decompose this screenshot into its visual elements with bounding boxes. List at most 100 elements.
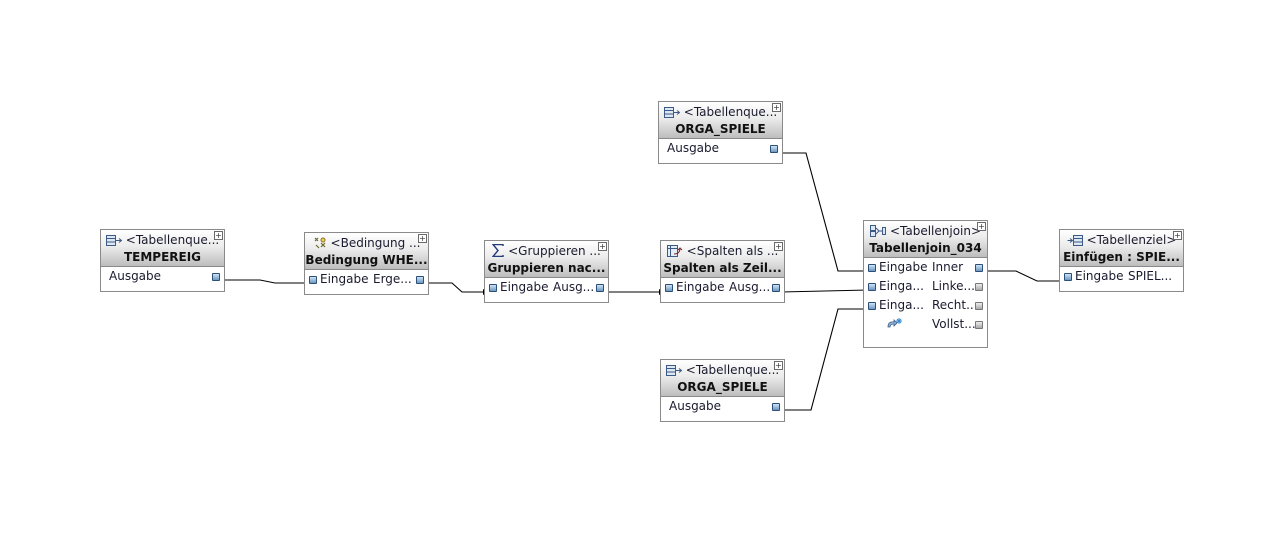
port-label-in: Eingabe xyxy=(500,280,549,294)
table-source-icon xyxy=(663,107,681,121)
port-label-out: Ausg... xyxy=(553,280,595,294)
port-row: Ausgabe xyxy=(661,397,784,416)
node-type-label: <Bedingung ... xyxy=(330,236,421,250)
port-label-out: Linke... xyxy=(932,279,975,293)
input-port[interactable] xyxy=(489,284,497,292)
add-input-icon[interactable] xyxy=(886,316,904,333)
node-type-label: <Gruppieren ... xyxy=(508,244,601,258)
node-tabellenziel[interactable]: <Tabellenziel> Einfügen : SPIE... + Eing… xyxy=(1059,229,1184,292)
port-label-out: Ausgabe xyxy=(109,269,162,283)
wire-tempereig-to-bedingung xyxy=(222,279,310,286)
node-tempereig[interactable]: <Tabellenque... TEMPEREIG + Ausgabe xyxy=(100,229,225,292)
wire-spalten-to-join-left xyxy=(780,287,869,294)
output-port[interactable] xyxy=(975,302,983,310)
node-type-label: <Tabellenjoin> xyxy=(889,224,982,238)
node-name: ORGA_SPIELE xyxy=(677,380,768,394)
output-port[interactable] xyxy=(975,321,983,329)
node-header[interactable]: <Tabellenjoin> Tabellenjoin_034 + xyxy=(864,221,987,258)
input-port[interactable] xyxy=(309,276,317,284)
wire-join-to-ziel xyxy=(985,270,1067,284)
port-row: Eingabe Erge... xyxy=(305,270,428,289)
node-name: Tabellenjoin_034 xyxy=(869,241,982,255)
port-label-out: Recht... xyxy=(932,298,978,312)
port-label-out: Erge... xyxy=(373,272,412,286)
node-header[interactable]: <Bedingung ... Bedingung WHE... + xyxy=(305,233,428,270)
wire-bedingung-to-gruppieren xyxy=(426,282,489,295)
table-source-icon xyxy=(665,365,683,379)
node-type-label: <Tabellenque... xyxy=(685,363,780,377)
port-label-in: Eingabe xyxy=(676,280,725,294)
expand-icon[interactable]: + xyxy=(598,242,607,251)
expand-icon[interactable]: + xyxy=(774,361,783,370)
expand-icon[interactable]: + xyxy=(214,231,223,240)
input-port[interactable] xyxy=(868,302,876,310)
output-port[interactable] xyxy=(975,283,983,291)
input-port[interactable] xyxy=(1064,273,1072,281)
node-orga-spiele-top[interactable]: <Tabellenque... ORGA_SPIELE + Ausgabe xyxy=(658,101,783,164)
node-type-label: <Tabellenziel> xyxy=(1086,233,1177,247)
node-type-label: <Tabellenque... xyxy=(125,233,220,247)
node-type-label: <Tabellenque... xyxy=(683,105,778,119)
input-port[interactable] xyxy=(665,284,673,292)
node-header[interactable]: <Tabellenziel> Einfügen : SPIE... + xyxy=(1060,230,1183,267)
table-join-icon xyxy=(869,225,886,240)
expand-icon[interactable]: + xyxy=(977,222,986,231)
node-header[interactable]: <Gruppieren ... Gruppieren nac... + xyxy=(485,241,608,278)
expand-icon[interactable]: + xyxy=(774,242,783,251)
port-label-out: Vollst... xyxy=(932,317,976,331)
node-name: Einfügen : SPIE... xyxy=(1063,250,1180,264)
input-port[interactable] xyxy=(868,283,876,291)
port-label-in: Eingabe xyxy=(1075,269,1124,283)
node-name: ORGA_SPIELE xyxy=(675,122,766,136)
node-header[interactable]: <Spalten als ... Spalten als Zeil... + xyxy=(661,241,784,278)
port-label-in: Eingabe xyxy=(879,260,928,274)
table-target-icon xyxy=(1067,235,1083,249)
port-row: Einga... Recht... xyxy=(864,296,987,315)
output-port[interactable] xyxy=(772,403,780,411)
port-row: Ausgabe xyxy=(101,267,224,286)
wire-orga1-to-join-inner xyxy=(780,152,869,274)
output-port[interactable] xyxy=(770,145,778,153)
port-row: Eingabe Ausg... xyxy=(485,278,608,297)
input-port[interactable] xyxy=(868,264,876,272)
port-label-in: Eingabe xyxy=(320,272,369,286)
expand-icon[interactable]: + xyxy=(772,103,781,112)
port-row: Eingabe Ausg... xyxy=(661,278,784,297)
node-header[interactable]: <Tabellenque... ORGA_SPIELE + xyxy=(661,360,784,397)
port-row: Eingabe Inner xyxy=(864,258,987,277)
output-port[interactable] xyxy=(975,264,983,272)
port-label-out: Ausgabe xyxy=(667,141,720,155)
node-spalten[interactable]: <Spalten als ... Spalten als Zeil... + E… xyxy=(660,240,785,303)
table-source-icon xyxy=(105,235,123,249)
output-port[interactable] xyxy=(596,284,604,292)
output-port[interactable] xyxy=(212,273,220,281)
node-bedingung[interactable]: <Bedingung ... Bedingung WHE... + Eingab… xyxy=(304,232,429,295)
output-port[interactable] xyxy=(416,276,424,284)
expand-icon[interactable]: + xyxy=(1173,231,1182,240)
node-name: Spalten als Zeil... xyxy=(663,261,782,275)
port-row: Eingabe SPIEL... xyxy=(1060,267,1183,286)
port-row: Vollst... xyxy=(864,315,987,334)
node-gruppieren[interactable]: <Gruppieren ... Gruppieren nac... + Eing… xyxy=(484,240,609,303)
port-label-out: SPIEL... xyxy=(1128,269,1173,283)
node-type-label: <Spalten als ... xyxy=(686,244,779,258)
node-header[interactable]: <Tabellenque... TEMPEREIG + xyxy=(101,230,224,267)
port-label-in: Einga... xyxy=(879,279,924,293)
node-header[interactable]: <Tabellenque... ORGA_SPIELE + xyxy=(659,102,782,139)
node-name: TEMPEREIG xyxy=(123,250,202,264)
node-tabellenjoin[interactable]: <Tabellenjoin> Tabellenjoin_034 + Eingab… xyxy=(863,220,988,348)
port-row: Einga... Linke... xyxy=(864,277,987,296)
node-name: Gruppieren nac... xyxy=(487,261,606,275)
output-port[interactable] xyxy=(772,284,780,292)
expand-icon[interactable]: + xyxy=(418,234,427,243)
port-label-out: Ausg... xyxy=(729,280,771,294)
columns-to-rows-icon xyxy=(666,245,683,260)
port-label-out: Inner xyxy=(932,260,964,274)
sigma-icon xyxy=(491,243,504,260)
node-orga-spiele-bottom[interactable]: <Tabellenque... ORGA_SPIELE + Ausgabe xyxy=(660,359,785,422)
port-label-in: Einga... xyxy=(879,298,924,312)
wire-orga2-to-join-right xyxy=(781,306,869,411)
port-row: Ausgabe xyxy=(659,139,782,158)
port-label-out: Ausgabe xyxy=(669,399,722,413)
node-name: Bedingung WHE... xyxy=(305,253,428,267)
